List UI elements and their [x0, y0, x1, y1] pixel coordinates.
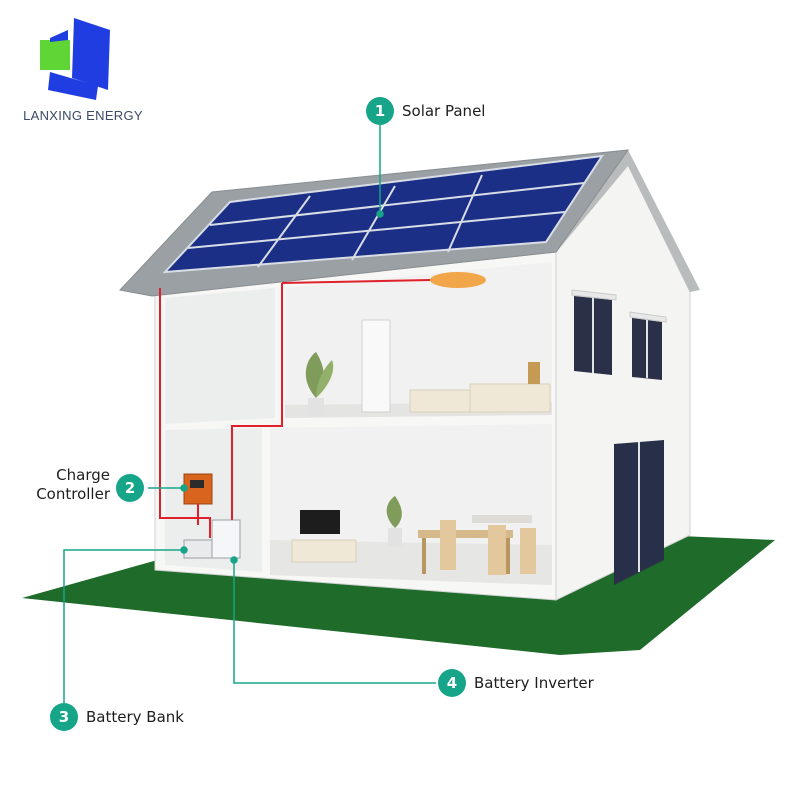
wiring	[159, 288, 211, 538]
dining-set	[418, 515, 536, 575]
callout-leaders	[63, 124, 436, 705]
room-upper-left	[165, 288, 275, 424]
battery-inverter-device	[211, 519, 241, 559]
interior-door	[361, 319, 391, 413]
callout-battery-bank: 3 Battery Bank	[50, 703, 184, 731]
callout-battery-inverter: 4 Battery Inverter	[438, 669, 594, 697]
callout-charge-controller: 2	[116, 474, 144, 502]
charge-controller-label: Charge Controller	[36, 466, 110, 503]
plant-lower	[386, 496, 402, 546]
solar-logo-icon	[40, 18, 110, 100]
roof-side	[556, 150, 700, 292]
callout-number: 2	[116, 474, 144, 502]
ceiling-light	[430, 272, 486, 288]
callout-label: Battery Bank	[86, 708, 184, 726]
brand-name: LANXING ENERGY	[23, 108, 143, 123]
side-door-glass	[614, 440, 664, 585]
side-window-upper-right	[629, 311, 667, 380]
plant-upper	[305, 352, 334, 416]
side-window-upper-left	[571, 289, 617, 375]
callout-label: Battery Inverter	[474, 674, 594, 692]
charge-controller-device	[183, 473, 213, 505]
callout-solar-panel: 1 Solar Panel	[366, 97, 485, 125]
room-upper-right	[285, 262, 552, 418]
sofa-upper	[409, 362, 551, 413]
battery-bank-device	[183, 539, 217, 559]
tv-unit	[291, 510, 357, 563]
callout-label: Solar Panel	[402, 102, 486, 120]
callout-number: 3	[50, 703, 78, 731]
callout-number: 1	[366, 97, 394, 125]
callout-number: 4	[438, 669, 466, 697]
